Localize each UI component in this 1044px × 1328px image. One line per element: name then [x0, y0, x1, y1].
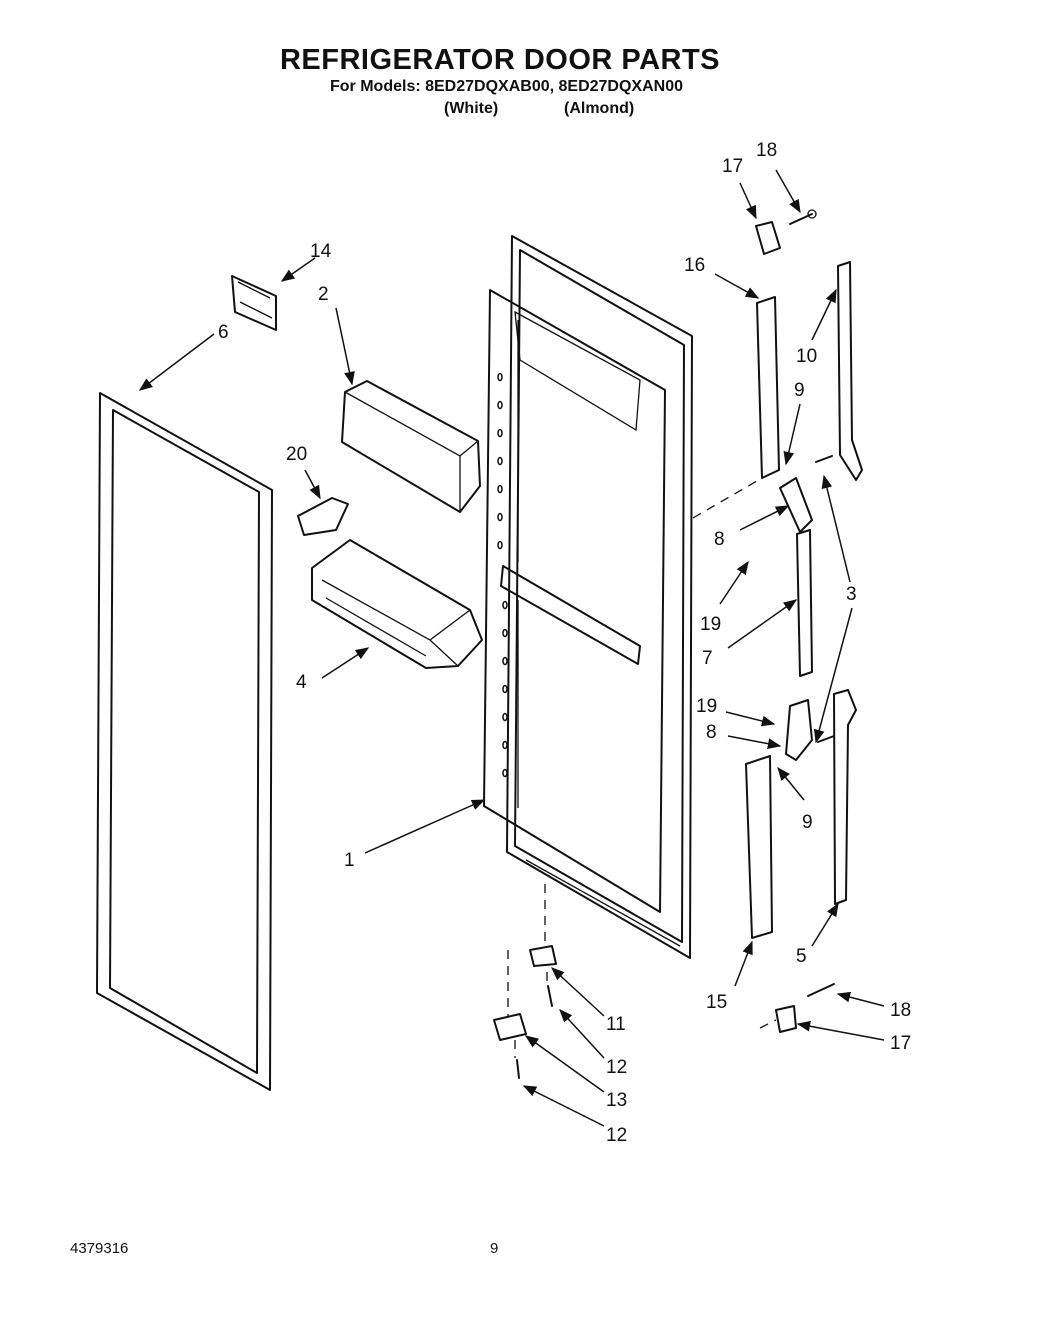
page-number: 9	[490, 1240, 499, 1257]
callout-18-bottom: 18	[890, 1000, 911, 1021]
handle-spacer-part	[796, 529, 813, 677]
bottom-hinge-part	[493, 1013, 527, 1079]
document-number: 4379316	[70, 1240, 129, 1257]
callout-19-upper: 19	[700, 614, 721, 635]
alignment-line	[507, 884, 548, 1058]
callout-11: 11	[606, 1014, 626, 1035]
door-gasket-part	[96, 392, 273, 1091]
leader-lines	[138, 169, 885, 1127]
callout-19-lower: 19	[696, 696, 717, 717]
handle-lower-part	[833, 689, 857, 905]
door-bin-part	[311, 539, 483, 669]
callout-6: 6	[218, 322, 229, 343]
callout-17-top: 17	[722, 156, 743, 177]
page-title: REFRIGERATOR DOOR PARTS	[279, 44, 721, 76]
variant-almond-label: (Almond)	[564, 100, 635, 117]
handle-upper-part	[837, 261, 863, 481]
callout-10: 10	[796, 346, 817, 367]
callout-12-upper: 12	[606, 1057, 627, 1078]
callout-3: 3	[846, 584, 857, 605]
screw-part	[789, 209, 817, 225]
shelf-holes	[497, 372, 508, 778]
bottom-hinge-cap-part	[775, 983, 835, 1033]
callout-15: 15	[706, 992, 727, 1013]
variant-white-label: (White)	[444, 100, 499, 117]
callout-5: 5	[796, 946, 807, 967]
callout-18-top: 18	[756, 140, 777, 161]
dairy-door-part	[341, 380, 481, 513]
callout-20: 20	[286, 444, 307, 465]
callout-14: 14	[310, 241, 332, 262]
callout-12-lower: 12	[606, 1125, 627, 1146]
callout-13: 13	[606, 1090, 627, 1111]
callout-8-upper: 8	[714, 529, 725, 550]
callout-9-lower: 9	[802, 812, 813, 833]
clip-part	[231, 275, 277, 331]
bracket-part	[297, 497, 349, 536]
callout-8-lower: 8	[706, 722, 717, 743]
top-hinge-cap-part	[755, 221, 781, 255]
handle-trim-lower-part	[745, 755, 773, 939]
door-liner-part	[483, 235, 693, 959]
alignment-line	[759, 1019, 777, 1029]
hinge-bracket-part	[529, 945, 557, 1007]
handle-mount-lower-part	[785, 699, 835, 761]
models-line: For Models: 8ED27DQXAB00, 8ED27DQXAN00	[330, 78, 683, 95]
callout-9-upper: 9	[794, 380, 805, 401]
alignment-line	[692, 477, 763, 519]
callout-2: 2	[318, 284, 329, 305]
handle-trim-upper-part	[756, 296, 780, 479]
callout-7: 7	[702, 648, 713, 669]
callout-4: 4	[296, 672, 307, 693]
callout-17-bottom: 17	[890, 1033, 911, 1054]
handle-mount-upper-part	[779, 455, 833, 533]
callout-16: 16	[684, 255, 705, 276]
callout-1: 1	[344, 850, 355, 871]
